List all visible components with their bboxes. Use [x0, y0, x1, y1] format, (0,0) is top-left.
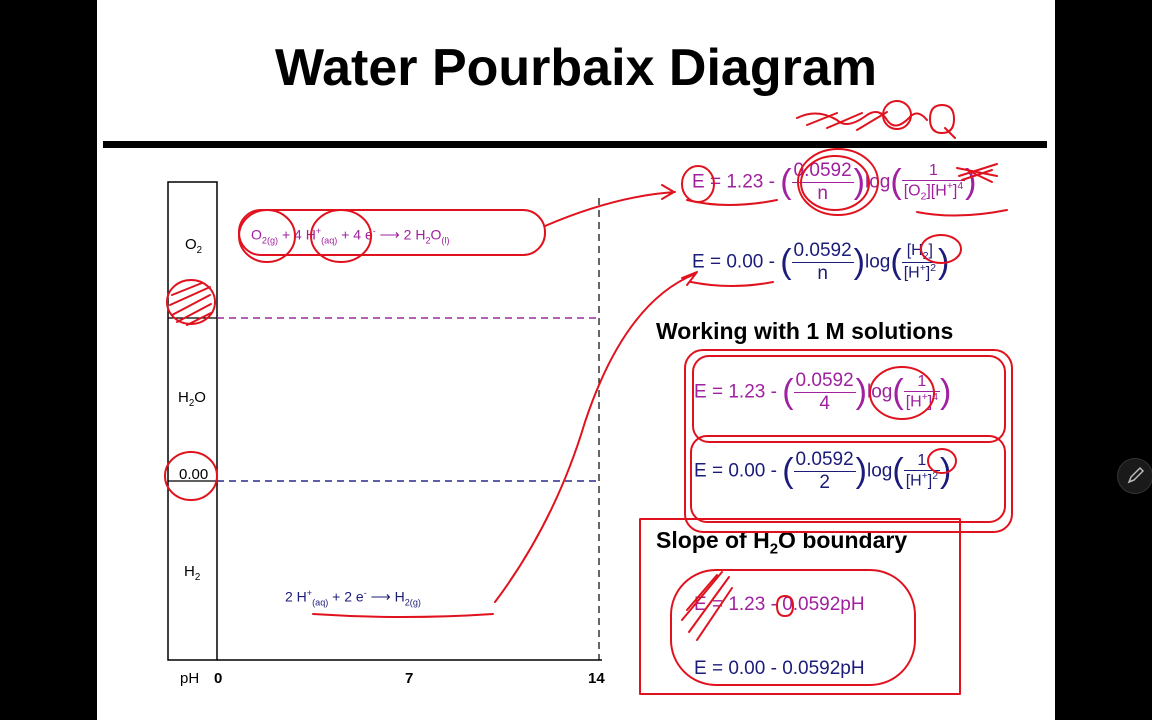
oxygen-half-reaction: O2(g) + 4 H+(aq) + 4 e- ⟶ 2 H2O(l)	[251, 226, 450, 246]
axis-label-ph: pH	[180, 670, 200, 687]
region-label-h2: H2	[184, 563, 201, 583]
pencil-icon	[1127, 466, 1145, 484]
annotation-underline-denominator	[916, 209, 1008, 217]
slide-title: Water Pourbaix Diagram	[274, 39, 877, 97]
annotation-circle-o2-boundary	[166, 279, 216, 325]
axis-tick-0: 0	[214, 670, 223, 687]
pen-tool-button[interactable]	[1117, 458, 1152, 494]
hydrogen-half-reaction: 2 H+(aq) + 2 e- ⟶ H2(g)	[285, 588, 421, 608]
axis-tick-7: 7	[405, 670, 414, 687]
slide: Water Pourbaix Diagram O2 H2O 0.00 H2 pH…	[97, 0, 1055, 720]
axis-tick-14: 14	[588, 670, 605, 687]
slope-equation-hydrogen: E = 0.00 - 0.0592pH	[694, 658, 865, 679]
region-label-o2: O2	[185, 236, 203, 256]
annotation-scribble-top	[796, 110, 928, 131]
annotation-underline-hydrogen	[312, 613, 494, 618]
annotation-hatch-o2-boundary	[169, 282, 212, 326]
working-heading: Working with 1 M solutions	[656, 318, 954, 344]
annotation-arrow-oxygen	[544, 184, 676, 227]
slope-equation-oxygen: E = 1.23 - 0.0592pH	[694, 594, 865, 615]
title-divider	[103, 141, 1047, 148]
annotation-circle-top	[882, 100, 912, 130]
region-label-h2o: H2O	[178, 389, 206, 409]
reaction-arrow-icon: ⟶	[370, 588, 391, 605]
diagram-frame	[167, 181, 602, 661]
annotation-q-letter	[929, 104, 956, 139]
slope-heading: Slope of H2O boundary	[656, 527, 908, 558]
handwritten-annotations	[164, 100, 1013, 695]
reaction-arrow-icon: ⟶	[379, 226, 400, 243]
region-zero-value: 0.00	[179, 466, 209, 483]
